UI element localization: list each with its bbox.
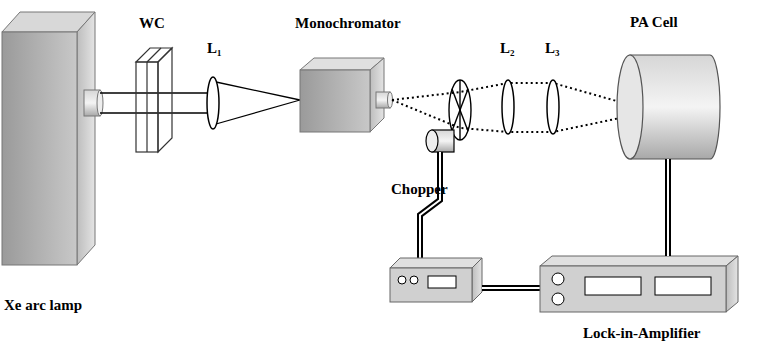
water-cell: [136, 48, 172, 152]
lens: [502, 80, 514, 134]
lamp-housing: [2, 12, 103, 265]
chopper-controller: [390, 258, 482, 302]
signal-cable: [668, 159, 669, 256]
component-label: WC: [139, 14, 165, 32]
component-node: L₂: [490, 35, 526, 137]
component-node: L₃: [535, 35, 571, 137]
cable: [482, 288, 540, 289]
component-label: PA Cell: [630, 13, 678, 31]
component-label: Lock-in-Amplifier: [583, 324, 701, 342]
component-node: L₁: [195, 35, 235, 135]
lens: [547, 80, 559, 134]
component-label: L₂: [500, 39, 515, 57]
light-cone: [216, 82, 300, 124]
component-label: L₁: [207, 39, 222, 57]
component-node: PA Cell: [600, 8, 725, 165]
component-label: Monochromator: [295, 14, 401, 32]
chopper-motor: [426, 130, 454, 152]
component-label: L₃: [545, 39, 560, 57]
component-label: Chopper: [391, 180, 448, 198]
cable: [420, 152, 440, 262]
component-node: Monochromator: [285, 8, 415, 136]
light-beam: [100, 93, 210, 113]
monochromator-box: [300, 58, 393, 132]
component-node: Lock-in-Amplifier: [535, 256, 740, 346]
pa-cell: [617, 55, 720, 159]
component-node: Chopper: [385, 78, 485, 200]
component-label: Xe arc lamp: [4, 296, 82, 314]
component-node: Xe arc lamp: [0, 8, 125, 313]
lens: [207, 77, 219, 129]
component-node: WC: [125, 8, 180, 158]
lock-in-amplifier-box: [540, 256, 738, 312]
